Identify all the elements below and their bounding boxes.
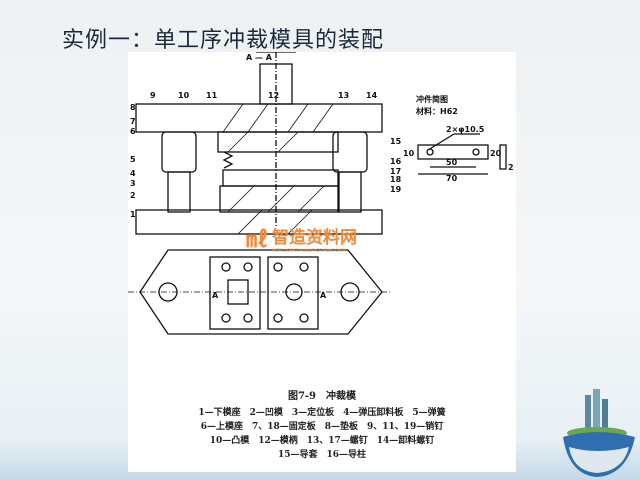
watermark-text: 智造资料网: [272, 228, 358, 248]
hole-dimension: 2×φ10.5: [446, 125, 485, 134]
part-number-7: 7: [130, 117, 136, 126]
legend-line-1: 1—下模座 2—凹模 3—定位板 4—弹压卸料板 5—弹簧: [198, 408, 446, 418]
legend-line-3: 10—凸模 12—模柄 13、17—螺钉 14—卸料螺钉: [209, 436, 435, 446]
die-plate: [219, 185, 339, 213]
part-number-13: 13: [338, 91, 349, 100]
stripper-plate: [222, 169, 339, 187]
plan-label-a-left: A: [212, 291, 219, 300]
part-number-15: 15: [390, 137, 402, 146]
part-number-9: 9: [150, 91, 156, 100]
part-material: 材料：H62: [416, 106, 458, 116]
decorative-globe-city-image: [563, 389, 635, 477]
guide-pillar-right: [338, 171, 362, 213]
part-number-6: 6: [130, 127, 136, 136]
part-number-16: 16: [390, 157, 402, 166]
part-number-18: 18: [390, 175, 402, 184]
dim-width: 20: [490, 149, 502, 158]
part-drawing-title: 冲件简图: [416, 94, 448, 104]
upper-die-base: [135, 103, 383, 133]
dim-thickness: 2: [508, 163, 514, 172]
part-sketch: [417, 144, 489, 160]
legend-line-2: 6—上模座 7、18—固定板 8—垫板 9、11、19—销钉: [200, 422, 444, 432]
lower-die-base: [135, 209, 383, 235]
part-number-8: 8: [130, 103, 136, 112]
part-number-5: 5: [130, 155, 136, 164]
dim-length: 70: [446, 174, 458, 183]
dim-hole-spacing: 50: [446, 158, 458, 167]
watermark-subtext: INTELLIGENT MANUFACTURING DATA: [272, 248, 346, 253]
part-number-1: 1: [130, 210, 136, 219]
part-number-3: 3: [130, 179, 136, 188]
part-number-17: 17: [390, 167, 401, 176]
guide-pillar-left: [167, 171, 191, 213]
watermark-logo: ㎖ 智造资料网 INTELLIGENT MANUFACTURING DATA: [246, 222, 357, 254]
part-number-12: 12: [268, 91, 279, 100]
guide-bushing-left: [161, 131, 197, 173]
slide-title: 实例一：单工序冲裁模具的装配: [62, 28, 385, 53]
part-number-14: 14: [366, 91, 378, 100]
part-number-19: 19: [390, 185, 402, 194]
figure-title: 图7-9 冲裁模: [287, 391, 357, 402]
part-number-11: 11: [206, 91, 218, 100]
logo-icon: ㎖: [246, 228, 269, 253]
legend-line-4: 15—导套 16—导柱: [277, 450, 367, 460]
dim-height: 10: [403, 149, 415, 158]
part-number-10: 10: [178, 91, 190, 100]
part-number-4: 4: [130, 169, 136, 178]
fixing-plate: [217, 131, 339, 153]
spring: [222, 151, 234, 169]
part-number-2: 2: [130, 191, 136, 200]
section-label: A — A: [246, 53, 273, 62]
plan-label-a-right: A: [320, 291, 327, 300]
